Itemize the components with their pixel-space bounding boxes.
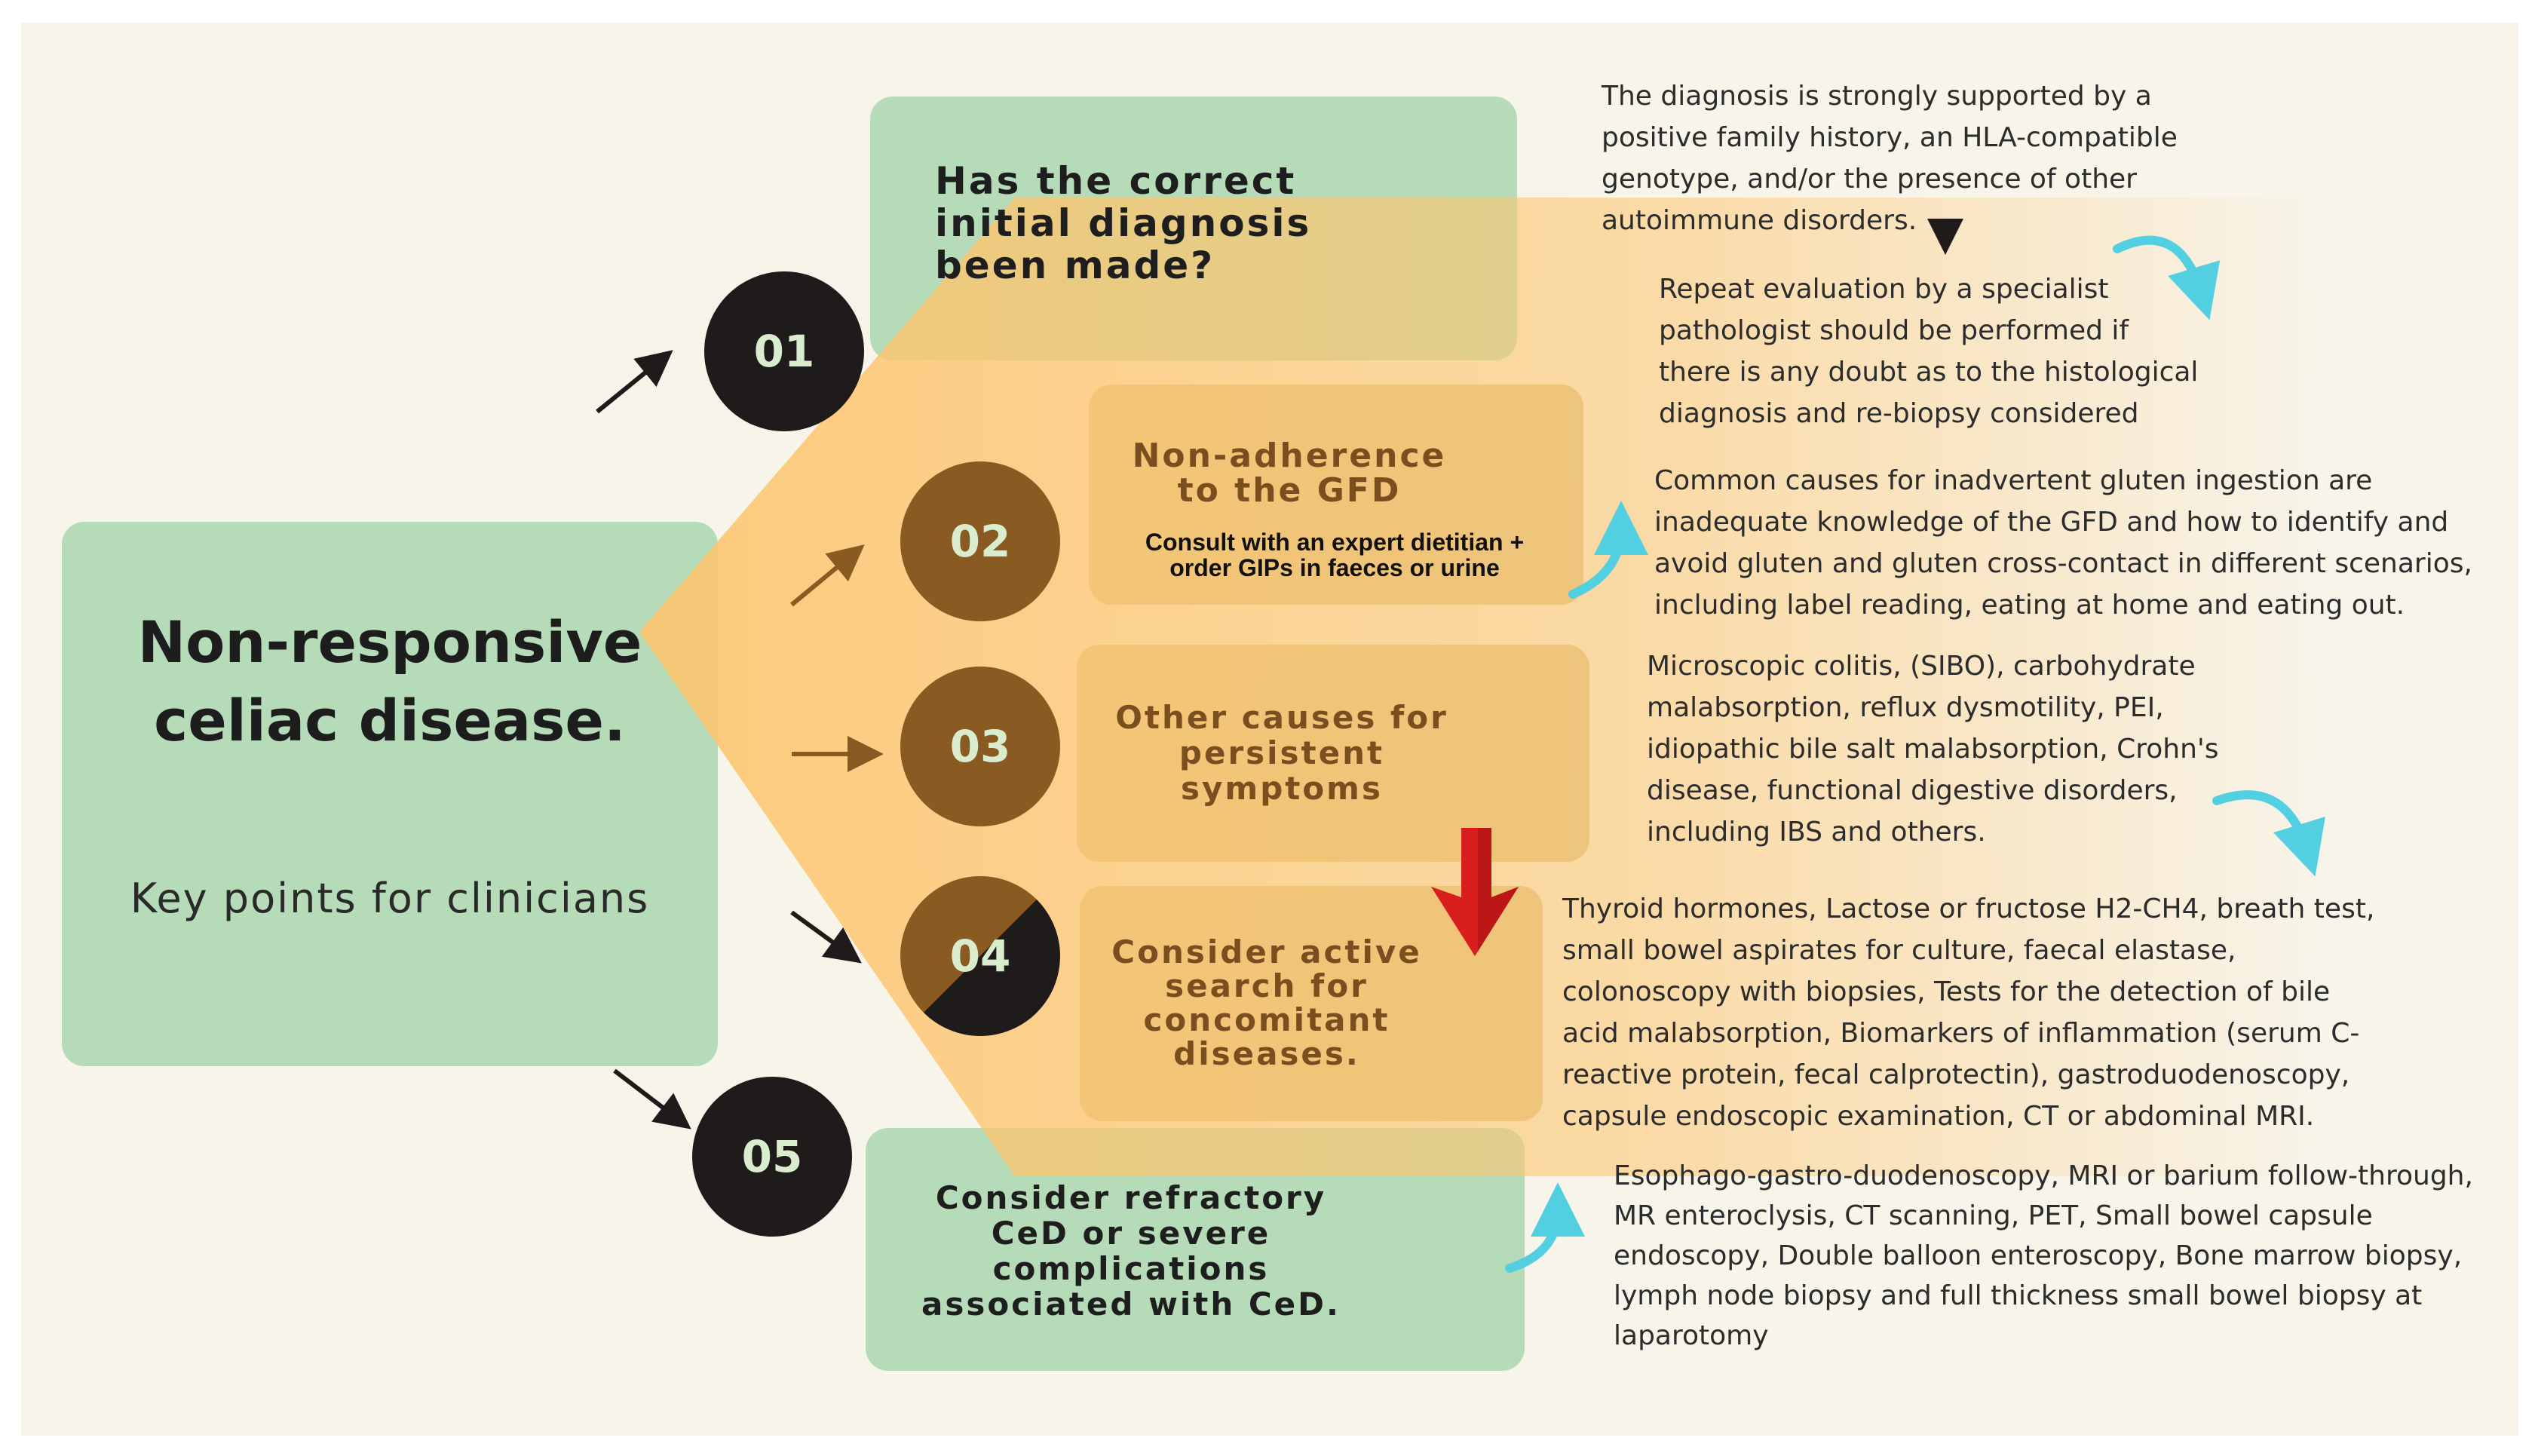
step-02-number: 02 <box>900 461 1060 621</box>
step-02-detail: Consult with an expert dietitian + order… <box>1145 529 1525 581</box>
note-refractory-workup: Esophago-gastro-duodenoscopy, MRI or bar… <box>1614 1160 2473 1351</box>
main-box <box>62 522 718 1066</box>
cyan-arrow-3 <box>2212 790 2325 877</box>
step-04-title: Consider active search for concomitant d… <box>1111 933 1422 1072</box>
step-02-title: Non-adherence to the GFD <box>1132 437 1447 510</box>
arrow-to-04 <box>790 910 862 964</box>
note-other-causes: Microscopic colitis, (SIBO), carbohydrat… <box>1647 651 2219 848</box>
arrow-to-01 <box>596 350 673 414</box>
step-01-number: 01 <box>704 271 864 431</box>
cyan-arrow-4 <box>1505 1182 1585 1273</box>
orange-funnel <box>639 198 2330 1176</box>
step-01-title: Has the correct initial diagnosis been m… <box>935 159 1312 287</box>
step-04-number: 04 <box>900 876 1060 1036</box>
red-down-arrow <box>1431 828 1519 956</box>
step-03-number: 03 <box>900 667 1060 826</box>
note-repeat-evaluation: Repeat evaluation by a specialist pathol… <box>1659 274 2199 429</box>
step-05-number: 05 <box>692 1077 852 1237</box>
main-subtitle: Key points for clinicians <box>130 875 650 922</box>
arrow-to-02 <box>790 544 865 607</box>
note-tests: Thyroid hormones, Lactose or fructose H2… <box>1562 894 2375 1132</box>
main-title: Non-responsive celiac disease. <box>137 608 642 754</box>
step-03-title: Other causes for persistent symptoms <box>1115 699 1448 807</box>
note-gluten-ingestion: Common causes for inadvertent gluten ing… <box>1654 465 2472 621</box>
note-diagnosis-support: The diagnosis is strongly supported by a… <box>1602 81 2178 236</box>
arrow-to-05 <box>613 1068 691 1130</box>
cyan-arrow-1 <box>2113 235 2221 320</box>
step-05-title: Consider refractory CeD or severe compli… <box>921 1179 1341 1323</box>
cyan-arrow-2 <box>1568 501 1648 599</box>
